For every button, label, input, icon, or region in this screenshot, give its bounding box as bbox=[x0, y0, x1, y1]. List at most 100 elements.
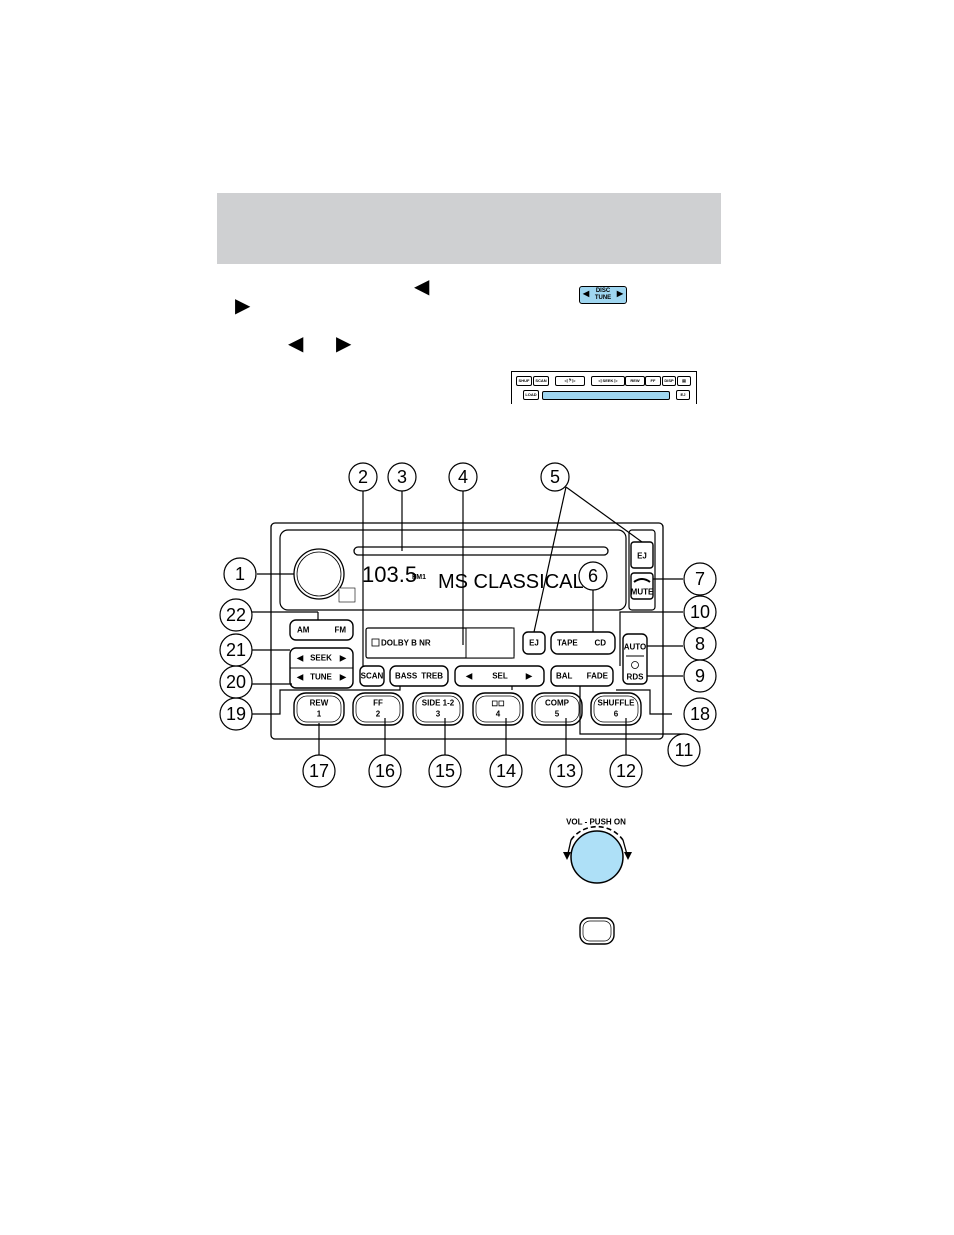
svg-text:5: 5 bbox=[550, 467, 560, 487]
preset-5-num: 5 bbox=[555, 710, 560, 719]
bal-fade-button[interactable] bbox=[550, 665, 614, 687]
left-arrow-icon: ◀ bbox=[583, 289, 590, 298]
tune-label: TUNE bbox=[594, 295, 612, 301]
mini-cd-unit: SHUF SCAN ◁ 𝄢 ▷ ◁ SEEK ▷ REW FF DISP ▤ L… bbox=[511, 371, 697, 404]
rotate-left-arrow-icon bbox=[563, 852, 571, 860]
callout-6: 6 bbox=[578, 561, 608, 591]
preset-6-button[interactable]: SHUFFLE 6 bbox=[590, 692, 642, 726]
preset-2-button[interactable]: FF 2 bbox=[352, 692, 404, 726]
preset-5-top: COMP bbox=[545, 699, 570, 708]
seek-label: SEEK bbox=[310, 654, 332, 663]
mini-menu-button: ▤ bbox=[677, 376, 691, 386]
callout-19: 19 bbox=[219, 697, 253, 731]
auto-label: AUTO bbox=[624, 643, 647, 652]
right-arrow-icon: ▶ bbox=[336, 333, 352, 355]
mini-seek-button: ◁ SEEK ▷ bbox=[591, 376, 625, 386]
callout-11: 11 bbox=[667, 733, 701, 767]
display-band: FM1 bbox=[412, 574, 426, 581]
svg-text:15: 15 bbox=[435, 761, 455, 781]
preset-5-button[interactable]: COMP 5 bbox=[531, 692, 583, 726]
mini-ff-button: FF bbox=[645, 376, 661, 386]
svg-text:14: 14 bbox=[496, 761, 516, 781]
mini-load-button: LOAD bbox=[523, 390, 539, 400]
callout-16: 16 bbox=[368, 754, 402, 788]
mini-rew-button: REW bbox=[625, 376, 645, 386]
svg-text:1: 1 bbox=[235, 564, 245, 584]
callout-3: 3 bbox=[387, 462, 417, 492]
svg-text:13: 13 bbox=[556, 761, 576, 781]
svg-text:16: 16 bbox=[375, 761, 395, 781]
right-arrow-icon: ▶ bbox=[616, 289, 623, 298]
callout-21: 21 bbox=[219, 633, 253, 667]
callout-20: 20 bbox=[219, 665, 253, 699]
disc-tune-button-icon: ◀ DISC TUNE ▶ bbox=[579, 286, 627, 304]
rds-label: RDS bbox=[627, 673, 645, 682]
callout-12: 12 bbox=[609, 754, 643, 788]
display-frequency: 103.5 bbox=[362, 562, 417, 587]
seek-right-arrow-icon: ▶ bbox=[339, 654, 347, 663]
auto-rds-button[interactable] bbox=[622, 633, 648, 685]
header-band bbox=[217, 193, 721, 264]
eject-tape-label: EJ bbox=[529, 639, 539, 648]
callout-9: 9 bbox=[683, 659, 717, 693]
display-text: MS CLASSICAL10 bbox=[438, 571, 606, 593]
callout-14: 14 bbox=[489, 754, 523, 788]
dolby-label: DOLBY B NR bbox=[381, 639, 431, 648]
rotate-right-arrow-icon bbox=[624, 852, 632, 860]
preset-1-top: REW bbox=[310, 699, 329, 708]
vol-push-on-label: VOL - PUSH ON bbox=[566, 818, 626, 827]
preset-3-button[interactable]: SIDE 1-2 3 bbox=[412, 692, 464, 726]
dolby-icon bbox=[371, 638, 380, 647]
cd-logo-icon bbox=[338, 587, 356, 603]
sel-label: SEL bbox=[492, 672, 508, 681]
callout-4: 4 bbox=[448, 462, 478, 492]
preset-6-top: SHUFFLE bbox=[598, 699, 636, 708]
am-label: AM bbox=[297, 626, 310, 635]
callout-13: 13 bbox=[549, 754, 583, 788]
callout-5: 5 bbox=[540, 462, 570, 492]
svg-text:18: 18 bbox=[690, 704, 710, 724]
cassette-window bbox=[465, 627, 515, 659]
svg-text:2: 2 bbox=[358, 467, 368, 487]
seek-left-arrow-icon: ◀ bbox=[296, 654, 304, 663]
mini-disp-button: DISP bbox=[662, 376, 676, 386]
mini-shuf-button: SHUF bbox=[516, 376, 532, 386]
scan-button[interactable] bbox=[359, 665, 385, 687]
bal-label: BAL bbox=[556, 672, 573, 681]
callout-18: 18 bbox=[683, 697, 717, 731]
preset-3-num: 3 bbox=[436, 710, 441, 719]
svg-text:9: 9 bbox=[695, 666, 705, 686]
svg-text:3: 3 bbox=[397, 467, 407, 487]
leader-lines bbox=[252, 486, 685, 757]
am-fm-button[interactable] bbox=[289, 619, 354, 641]
callout-17: 17 bbox=[302, 754, 336, 788]
mini-ej-button: EJ bbox=[676, 390, 690, 400]
tape-label: TAPE bbox=[557, 639, 578, 648]
svg-text:10: 10 bbox=[690, 602, 710, 622]
sel-button[interactable] bbox=[454, 665, 545, 687]
tune-right-arrow-icon: ▶ bbox=[339, 673, 347, 682]
fm-label: FM bbox=[334, 626, 346, 635]
fade-label: FADE bbox=[587, 672, 609, 681]
svg-text:4: 4 bbox=[458, 467, 468, 487]
preset-3-top: SIDE 1-2 bbox=[422, 699, 455, 708]
mute-label: MUTE bbox=[631, 588, 654, 597]
volume-knob[interactable] bbox=[293, 548, 345, 600]
callout-15: 15 bbox=[428, 754, 462, 788]
scan-label: SCAN bbox=[361, 672, 384, 681]
callout-1: 1 bbox=[223, 557, 257, 591]
svg-text:20: 20 bbox=[226, 672, 246, 692]
vol-knob-icon bbox=[570, 830, 624, 884]
svg-text:7: 7 bbox=[695, 569, 705, 589]
mini-cd-slot bbox=[542, 391, 670, 400]
svg-text:21: 21 bbox=[226, 640, 246, 660]
preset-4-num: 4 bbox=[496, 710, 501, 719]
preset-4-button[interactable]: ◻◻ 4 bbox=[472, 692, 524, 726]
preset-2-num: 2 bbox=[376, 710, 381, 719]
preset-1-button[interactable]: REW 1 bbox=[293, 692, 345, 726]
tape-cd-button[interactable] bbox=[550, 631, 616, 655]
svg-text:19: 19 bbox=[226, 704, 246, 724]
bass-treb-button[interactable] bbox=[389, 665, 449, 687]
push-button-icon bbox=[579, 917, 615, 945]
